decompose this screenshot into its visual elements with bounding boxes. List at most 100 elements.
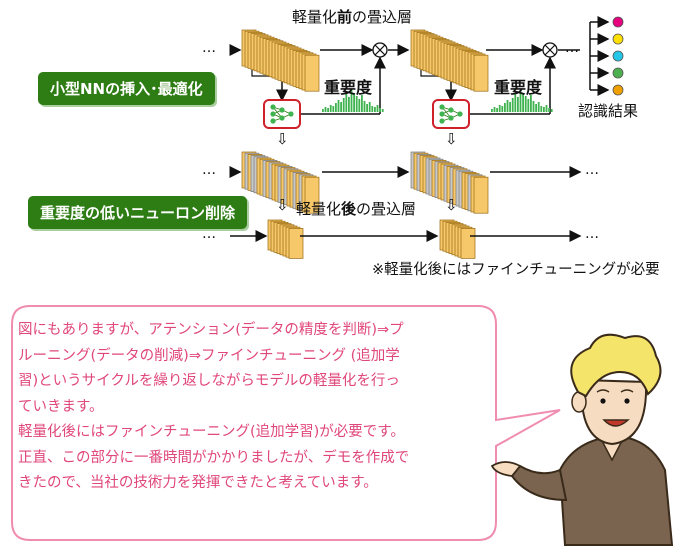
title-after-prefix: 軽量化 [296, 200, 342, 218]
histogram-bar [491, 109, 493, 112]
output-dot [612, 33, 624, 45]
down-arrow-3: ⇩ [276, 196, 289, 214]
histogram-bar [350, 90, 353, 112]
bubble-line: 図にもありますが、アテンション(データの精度を判断)⇒プ [18, 322, 404, 338]
histogram-bar [353, 93, 355, 112]
histogram-bar [332, 106, 335, 112]
down-arrow-2: ⇩ [445, 130, 458, 148]
feature-map-sheet [304, 54, 320, 92]
histogram-bar [550, 109, 553, 112]
ellipsis-top-left: … [202, 40, 216, 56]
small-nn-box-2 [432, 99, 470, 129]
histogram-bar [327, 108, 329, 112]
feature-map-sheet [473, 176, 489, 214]
histogram-bar [381, 109, 384, 112]
histogram-bar [379, 108, 381, 112]
output-dot [612, 67, 624, 79]
histogram-bar [368, 102, 371, 112]
layer-stack-pruning-2 [410, 151, 489, 214]
output-dots [612, 16, 624, 96]
multiply-node-2 [542, 42, 558, 58]
title-after-layer: 軽量化後の畳込層 [296, 198, 416, 219]
histogram-bar [496, 108, 498, 112]
layer-stack-after-2 [439, 219, 476, 259]
histogram-bar [519, 90, 522, 112]
layer-stack-after-1 [267, 219, 304, 259]
feature-map-sheet [460, 228, 476, 259]
histogram-bar [329, 105, 332, 112]
speech-bubble [11, 305, 561, 541]
histogram-bar [493, 107, 496, 112]
histogram-bar [506, 100, 509, 112]
histogram-bar [366, 104, 368, 112]
histogram-bar [342, 98, 345, 112]
histogram-bar [355, 96, 358, 112]
feature-map-sheet [304, 176, 320, 214]
ellipsis-top-right: … [565, 40, 579, 56]
histogram-bar [527, 99, 530, 112]
output-dot [612, 84, 624, 96]
title-before-layer: 軽量化前の畳込層 [292, 6, 412, 27]
histogram-bar [361, 95, 363, 112]
speech-bubble-text: 図にもありますが、アテンション(データの精度を判断)⇒プ ルーニング(データの削… [18, 318, 488, 497]
importance-label-1: 重要度 [324, 78, 373, 97]
small-nn-box-1 [263, 99, 301, 129]
bubble-line: 軽量化後にはファインチューニング(追加学習)が必要です。 [18, 424, 405, 440]
finetune-note: ※軽量化後にはファインチューニングが必要 [372, 262, 660, 278]
result-label: 認識結果 [578, 102, 639, 120]
presenter-illustration [490, 333, 674, 546]
histogram-bar [537, 102, 540, 112]
title-after-suffix: の畳込層 [356, 200, 417, 218]
histogram-bar [532, 101, 535, 112]
bubble-line: きたので、当社の技術力を発揮できたと考えています。 [18, 475, 378, 491]
title-before-suffix: の畳込層 [352, 8, 413, 26]
histogram-bar [504, 103, 506, 112]
small-nn-label: 小型NNの挿入･最適化 [38, 72, 215, 105]
lower-row-flow [229, 166, 582, 242]
ellipsis-bottom-right: … [585, 226, 599, 242]
bubble-line: 習)というサイクルを繰り返しながらモデルの軽量化を行っ [18, 373, 400, 389]
bubble-line: ていきます。 [18, 398, 104, 415]
title-before-bold: 前 [337, 8, 353, 26]
title-after-bold: 後 [341, 200, 357, 218]
histogram-bar [335, 103, 337, 112]
down-arrow-4: ⇩ [445, 196, 458, 214]
histogram-bar [498, 105, 501, 112]
histogram-bar [517, 97, 519, 112]
histogram-bar [530, 95, 532, 112]
histogram-bar [348, 97, 350, 112]
bubble-line: ルーニング(データの削減)⇒ファインチューニング (追加学 [18, 347, 400, 364]
importance-histogram-1 [322, 90, 384, 112]
histogram-bar [340, 102, 342, 112]
feature-map-sheet [288, 228, 304, 259]
multiply-node-1 [372, 42, 388, 58]
histogram-bar [543, 107, 545, 112]
histogram-bar [374, 107, 376, 112]
importance-histogram-2 [491, 90, 553, 112]
ellipsis-bottom-left: … [202, 226, 216, 242]
histogram-bar [337, 100, 340, 112]
histogram-bar [548, 108, 550, 112]
histogram-bar [511, 98, 514, 112]
histogram-bar [514, 94, 517, 112]
output-dot [612, 50, 624, 62]
histogram-bar [376, 105, 379, 112]
ellipsis-mid-left: … [202, 162, 216, 178]
importance-label-2: 重要度 [494, 78, 543, 97]
histogram-bar [524, 96, 527, 112]
top-row-flow [229, 16, 610, 115]
histogram-bar [509, 102, 511, 112]
histogram-bar [363, 101, 366, 112]
histogram-bar [522, 93, 524, 112]
histogram-bar [540, 106, 543, 112]
feature-map-sheet [473, 54, 489, 92]
histogram-bar [358, 99, 361, 112]
layer-stack-before-1 [241, 29, 320, 92]
histogram-bar [322, 109, 324, 112]
layer-stack-pruning-1 [241, 151, 320, 214]
histogram-bar [371, 106, 374, 112]
prune-label: 重要度の低いニューロン削除 [28, 196, 248, 229]
bubble-line: 正直、この部分に一番時間がかかりましたが、デモを作成で [18, 449, 410, 466]
histogram-bar [345, 94, 348, 112]
